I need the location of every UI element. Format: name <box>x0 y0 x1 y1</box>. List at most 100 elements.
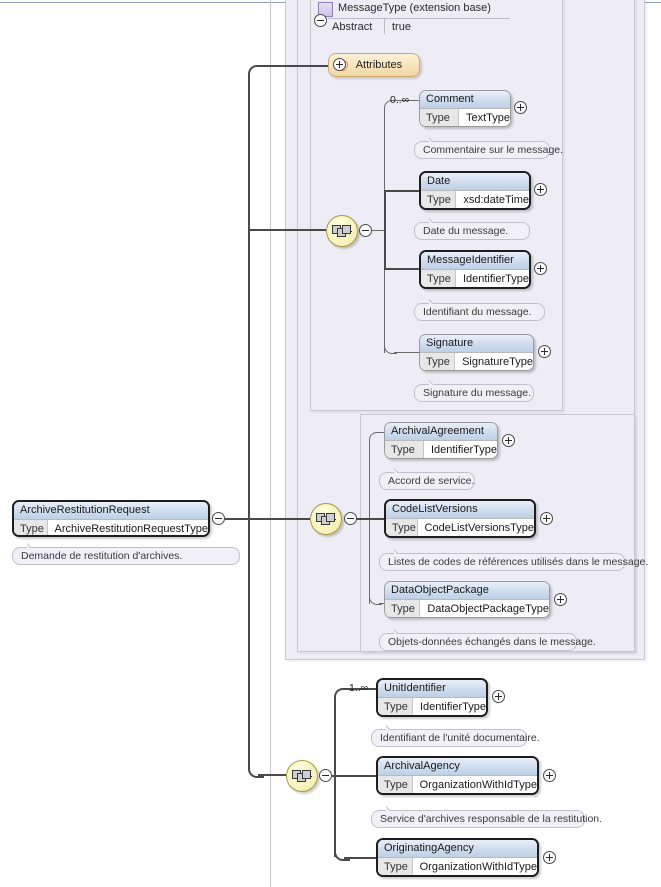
doc-tail <box>429 298 441 304</box>
archival-agency-expand-toggle[interactable] <box>543 769 556 782</box>
attributes-expand-toggle[interactable] <box>333 58 346 71</box>
node-type-value-unit-identifier: IdentifierType <box>419 701 486 713</box>
node-title-data-object-package: DataObjectPackage <box>385 582 549 600</box>
node-title-archive-restitution-request: ArchiveRestitutionRequest <box>14 502 208 520</box>
comment-expand-toggle[interactable] <box>514 101 527 114</box>
connector-to-attributes <box>258 65 328 67</box>
node-title-unit-identifier: UnitIdentifier <box>378 680 486 698</box>
guide-rule-1 <box>270 0 271 887</box>
compositor-sequence-unit[interactable] <box>286 760 318 792</box>
doc-tail <box>27 542 39 548</box>
doc-text-date: Date du message. <box>423 225 509 237</box>
node-type-value-data-object-package: DataObjectPackageType <box>427 603 549 615</box>
doc-signature: Signature du message. <box>414 384 534 402</box>
extension-base-cell-divider <box>384 19 385 34</box>
node-type-key-code-list-versions: Type <box>386 519 418 536</box>
node-code-list-versions[interactable]: CodeListVersions Type CodeListVersionsTy… <box>384 499 536 538</box>
compositor-sequence-message[interactable] <box>326 215 358 247</box>
node-type-key-message-identifier: Type <box>421 270 456 287</box>
doc-text-archive-restitution-request: Demande de restitution d'archives. <box>21 550 183 562</box>
unit-sequence-collapse-toggle[interactable] <box>319 769 332 782</box>
connector-branch-messageidentifier <box>384 268 420 270</box>
connector-root-out <box>225 518 250 520</box>
connector-request-seq-out <box>357 518 369 520</box>
root-collapse-toggle[interactable] <box>212 512 225 525</box>
node-comment[interactable]: Comment Type TextType <box>419 90 511 127</box>
doc-tail <box>429 136 441 142</box>
connector-branch-archival-agreement <box>379 432 384 433</box>
node-archival-agreement[interactable]: ArchivalAgreement Type IdentifierType <box>384 422 498 459</box>
signature-expand-toggle[interactable] <box>538 345 551 358</box>
compositor-sequence-request[interactable] <box>310 503 342 535</box>
node-title-archival-agency: ArchivalAgency <box>378 758 537 776</box>
node-type-value-date: xsd:dateTime <box>463 194 529 206</box>
occurrence-unit-identifier: 1..∞ <box>349 682 369 694</box>
node-title-code-list-versions: CodeListVersions <box>386 501 534 519</box>
node-title-archival-agreement: ArchivalAgreement <box>385 423 497 441</box>
doc-text-message-identifier: Identifiant du message. <box>423 306 532 318</box>
code-list-versions-expand-toggle[interactable] <box>540 512 553 525</box>
extension-base-header: MessageType (extension base) Abstract tr… <box>310 2 540 36</box>
extension-base-divider <box>328 18 510 19</box>
doc-archive-restitution-request: Demande de restitution d'archives. <box>12 547 240 565</box>
message-sequence-collapse-toggle[interactable] <box>359 224 372 237</box>
node-type-key-unit-identifier: Type <box>378 698 413 715</box>
connector-branch-date <box>384 190 420 192</box>
doc-text-unit-identifier: Identifiant de l'unité documentaire. <box>380 732 540 744</box>
branch-elbow-request-bottom <box>369 592 382 605</box>
node-title-signature: Signature <box>420 335 533 353</box>
branch-elbow-message-bottom <box>384 341 397 354</box>
connector-branch-archival-agency <box>334 775 376 777</box>
message-identifier-expand-toggle[interactable] <box>534 262 547 275</box>
originating-agency-expand-toggle[interactable] <box>543 851 556 864</box>
node-type-value-comment: TextType <box>465 112 510 124</box>
node-type-key-archival-agency: Type <box>378 776 413 793</box>
node-type-key-signature: Type <box>420 353 456 370</box>
node-message-identifier[interactable]: MessageIdentifier Type IdentifierType <box>419 250 531 289</box>
doc-text-archival-agency: Service d'archives responsable de la res… <box>380 813 603 825</box>
connector-message-seq-out <box>372 230 384 231</box>
unit-identifier-expand-toggle[interactable] <box>492 690 505 703</box>
branch-elbow-unit-bottom <box>334 845 350 861</box>
doc-comment: Commentaire sur le message. <box>414 141 563 159</box>
connector-trunk <box>248 73 250 768</box>
node-data-object-package[interactable]: DataObjectPackage Type DataObjectPackage… <box>384 581 550 618</box>
doc-text-signature: Signature du message. <box>423 387 531 399</box>
doc-code-list-versions: Listes de codes de références utilisés d… <box>379 553 648 571</box>
branch-spine-required <box>384 190 386 270</box>
node-type-key-originating-agency: Type <box>378 858 413 875</box>
node-unit-identifier[interactable]: UnitIdentifier Type IdentifierType <box>376 678 488 717</box>
doc-date: Date du message. <box>414 222 530 240</box>
connector-elbow-attributes <box>248 65 264 79</box>
node-date[interactable]: Date Type xsd:dateTime <box>419 171 531 210</box>
date-expand-toggle[interactable] <box>534 183 547 196</box>
branch-elbow-unit-top <box>334 688 350 704</box>
connector-to-message-seq <box>248 229 326 231</box>
node-type-key-archive-restitution-request: Type <box>14 520 48 535</box>
archival-agreement-expand-toggle[interactable] <box>502 434 515 447</box>
sequence-glyph <box>316 513 336 525</box>
node-type-value-code-list-versions: CodeListVersionsType <box>424 522 534 534</box>
node-archival-agency[interactable]: ArchivalAgency Type OrganizationWithIdTy… <box>376 756 539 795</box>
connector-branch-signature <box>394 352 420 353</box>
connector-branch-comment <box>394 100 420 101</box>
node-originating-agency[interactable]: OriginatingAgency Type OrganizationWithI… <box>376 838 539 877</box>
extension-base-property-key: Abstract <box>332 21 373 33</box>
node-title-message-identifier: MessageIdentifier <box>421 252 529 270</box>
node-type-key-date: Type <box>421 191 457 208</box>
branch-elbow-request-top <box>369 432 382 445</box>
node-type-value-signature: SignatureType <box>462 356 533 368</box>
node-type-key-comment: Type <box>420 109 459 126</box>
connector-branch-codelistversions <box>369 518 385 520</box>
doc-data-object-package: Objets-données échangés dans le message. <box>379 633 596 651</box>
node-label-attributes: Attributes <box>355 59 403 71</box>
node-type-key-archival-agreement: Type <box>385 441 424 458</box>
connector-to-unit-seq <box>258 774 286 776</box>
node-archive-restitution-request[interactable]: ArchiveRestitutionRequest Type ArchiveRe… <box>12 500 210 537</box>
data-object-package-expand-toggle[interactable] <box>554 593 567 606</box>
extension-base-collapse-toggle[interactable] <box>314 14 327 27</box>
request-sequence-collapse-toggle[interactable] <box>344 512 357 525</box>
doc-text-comment: Commentaire sur le message. <box>423 144 564 156</box>
node-signature[interactable]: Signature Type SignatureType <box>419 334 534 371</box>
